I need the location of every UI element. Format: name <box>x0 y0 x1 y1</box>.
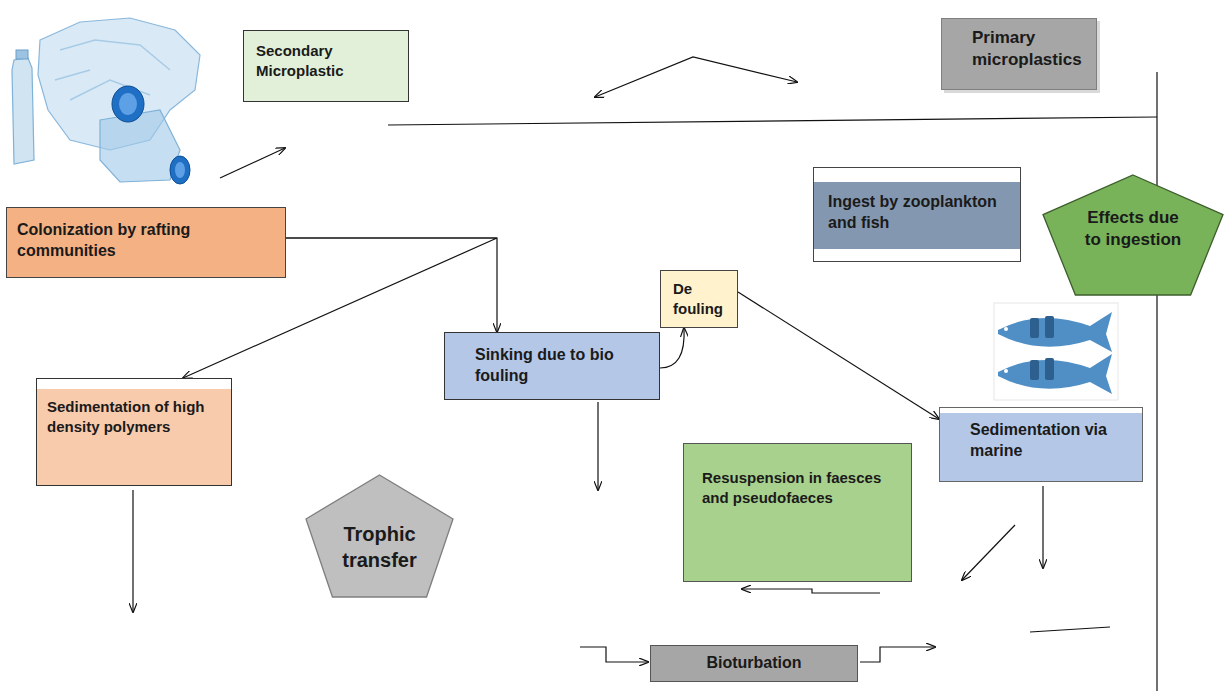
node-label: De fouling <box>673 279 731 318</box>
process-box: Resuspension in faesces and pseudofaeces <box>683 443 912 582</box>
process-box: Colonization by rafting communities <box>6 207 286 278</box>
fish-illustration <box>994 303 1118 400</box>
process-box: Sedimentation via marine <box>939 407 1143 482</box>
node-label: Secondary Microplastic <box>256 41 398 80</box>
process-box: Bioturbation <box>650 645 858 682</box>
pentagon-node: Trophic transfer <box>306 475 453 597</box>
node-label: Sedimentation via marine <box>970 420 1132 462</box>
flow-lines <box>133 57 1157 691</box>
node-label: Trophic transfer <box>328 521 431 573</box>
node-label: Sinking due to bio fouling <box>475 345 649 387</box>
flow-arrow <box>286 238 497 332</box>
process-box: Secondary Microplastic <box>243 30 409 102</box>
process-box: Sinking due to bio fouling <box>444 332 660 400</box>
node-label: Primary microplastics <box>972 27 1088 71</box>
process-box: Sedimentation of high density polymers <box>36 378 232 486</box>
node-label: Colonization by rafting communities <box>17 220 275 262</box>
node-label: Bioturbation <box>659 653 849 674</box>
process-box: Ingest by zooplankton and fish <box>813 167 1021 262</box>
node-label: Sedimentation of high density polymers <box>47 397 221 436</box>
pentagon-node: Effects due to ingestion <box>1043 175 1223 295</box>
flow-arrow <box>738 292 939 419</box>
plastic-bottles <box>12 18 200 184</box>
node-label: Resuspension in faesces and pseudofaeces <box>702 468 899 507</box>
flow-arrow <box>660 328 684 368</box>
node-label: Ingest by zooplankton and fish <box>828 192 1010 234</box>
process-box: Primary microplastics <box>941 18 1097 90</box>
process-box: De fouling <box>660 270 738 328</box>
node-label: Effects due to ingestion <box>1083 207 1183 251</box>
